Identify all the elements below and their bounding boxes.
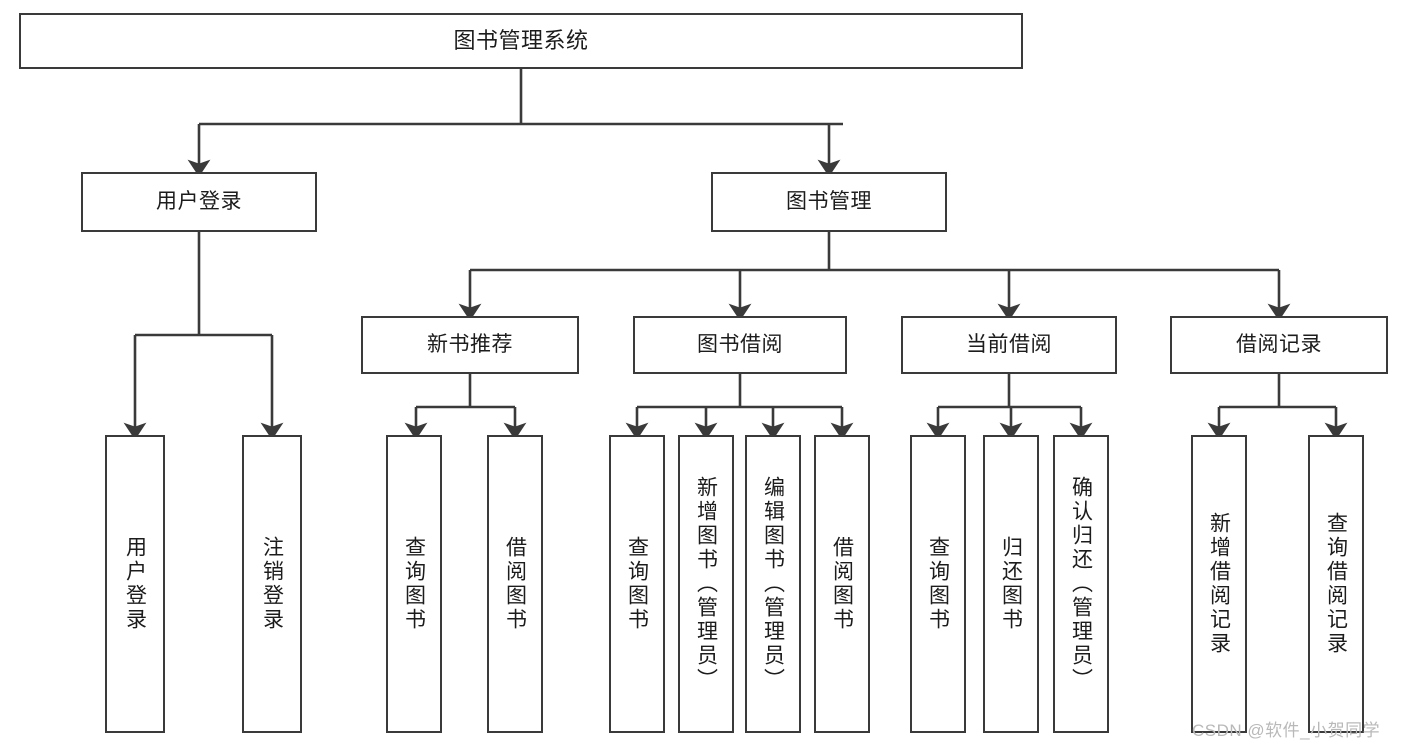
node-new-book-recommend[interactable]: 新书推荐 bbox=[361, 316, 579, 374]
node-root-label: 图书管理系统 bbox=[453, 27, 589, 53]
node-user-login[interactable]: 用户登录 bbox=[81, 172, 317, 232]
node-book-borrow[interactable]: 图书借阅 bbox=[633, 316, 847, 374]
leaf-edit-book-admin[interactable]: 编辑图书（管理员） bbox=[745, 435, 801, 733]
leaf-user-login[interactable]: 用户登录 bbox=[105, 435, 165, 733]
node-borrow-records-label: 借阅记录 bbox=[1236, 333, 1322, 357]
leaf-add-borrow-record-label: 新增借阅记录 bbox=[1207, 512, 1231, 656]
node-book-management-label: 图书管理 bbox=[786, 190, 872, 214]
leaf-borrow-book-label: 借阅图书 bbox=[830, 536, 854, 632]
leaf-query-borrow-record-label: 查询借阅记录 bbox=[1324, 512, 1348, 656]
node-book-management[interactable]: 图书管理 bbox=[711, 172, 947, 232]
leaf-borrow-query-book-label: 查询图书 bbox=[625, 536, 649, 632]
leaf-newbook-query-book-label: 查询图书 bbox=[402, 536, 426, 632]
node-current-borrow-label: 当前借阅 bbox=[966, 333, 1052, 357]
node-book-borrow-label: 图书借阅 bbox=[697, 333, 783, 357]
leaf-current-query-book[interactable]: 查询图书 bbox=[910, 435, 966, 733]
watermark-text: CSDN @软件_小贺同学 bbox=[1192, 721, 1381, 740]
leaf-edit-book-admin-label: 编辑图书（管理员） bbox=[761, 476, 785, 692]
leaf-query-borrow-record[interactable]: 查询借阅记录 bbox=[1308, 435, 1364, 733]
node-current-borrow[interactable]: 当前借阅 bbox=[901, 316, 1117, 374]
leaf-add-book-admin-label: 新增图书（管理员） bbox=[694, 476, 718, 692]
leaf-return-book[interactable]: 归还图书 bbox=[983, 435, 1039, 733]
leaf-user-login-label: 用户登录 bbox=[123, 536, 147, 632]
leaf-current-query-book-label: 查询图书 bbox=[926, 536, 950, 632]
leaf-newbook-query-book[interactable]: 查询图书 bbox=[386, 435, 442, 733]
leaf-add-borrow-record[interactable]: 新增借阅记录 bbox=[1191, 435, 1247, 733]
leaf-confirm-return-admin[interactable]: 确认归还（管理员） bbox=[1053, 435, 1109, 733]
node-root[interactable]: 图书管理系统 bbox=[19, 13, 1023, 69]
leaf-logout-label: 注销登录 bbox=[260, 536, 284, 632]
leaf-borrow-book[interactable]: 借阅图书 bbox=[814, 435, 870, 733]
node-borrow-records[interactable]: 借阅记录 bbox=[1170, 316, 1388, 374]
node-new-book-recommend-label: 新书推荐 bbox=[427, 333, 513, 357]
leaf-newbook-borrow-book[interactable]: 借阅图书 bbox=[487, 435, 543, 733]
leaf-borrow-query-book[interactable]: 查询图书 bbox=[609, 435, 665, 733]
leaf-newbook-borrow-book-label: 借阅图书 bbox=[503, 536, 527, 632]
leaf-confirm-return-admin-label: 确认归还（管理员） bbox=[1069, 476, 1093, 692]
leaf-add-book-admin[interactable]: 新增图书（管理员） bbox=[678, 435, 734, 733]
leaf-logout[interactable]: 注销登录 bbox=[242, 435, 302, 733]
node-user-login-label: 用户登录 bbox=[156, 190, 242, 214]
leaf-return-book-label: 归还图书 bbox=[999, 536, 1023, 632]
